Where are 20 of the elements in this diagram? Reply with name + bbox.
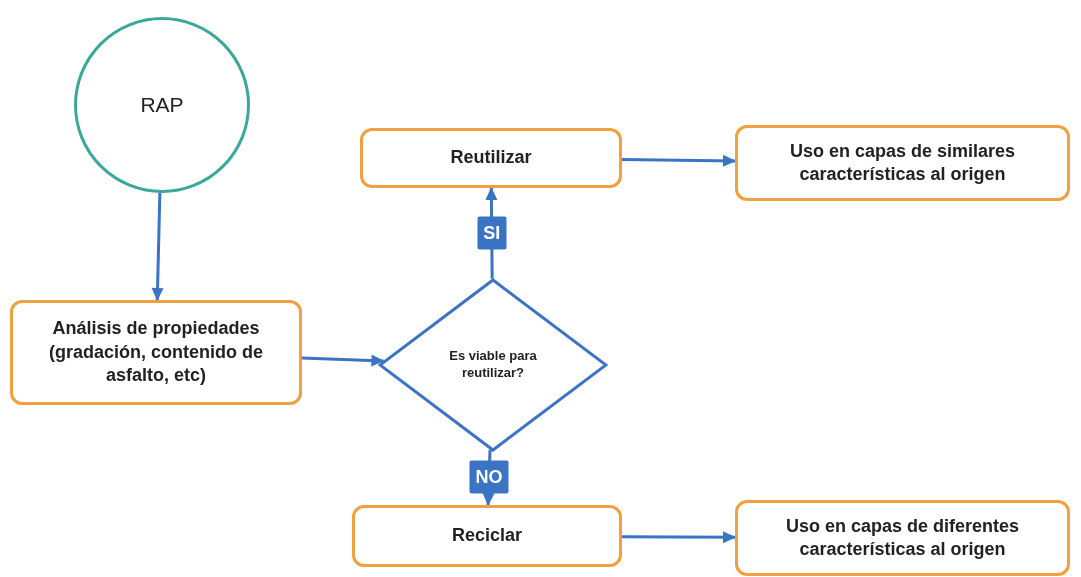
edge-label: NO [469, 460, 509, 494]
node-text: Es viable para reutilizar? [448, 348, 538, 382]
process-box [10, 300, 302, 405]
node-text: Reutilizar [449, 146, 533, 170]
arrow [622, 531, 736, 544]
process-box [735, 500, 1070, 576]
node-text: Uso en capas de similares características al origen [788, 139, 1017, 186]
decision-diamond [378, 278, 608, 452]
process-box [735, 125, 1070, 201]
arrow [621, 154, 736, 167]
process-box [360, 128, 622, 188]
start-circle [74, 17, 250, 193]
node-text: Reciclar [450, 524, 524, 548]
edge-label: SI [477, 216, 507, 250]
arrow [151, 192, 164, 301]
arrow [301, 354, 385, 367]
node-text: Uso en capas de diferentes características al origen [784, 514, 1021, 561]
node-text: RAP [139, 92, 185, 119]
process-box [352, 505, 622, 567]
node-text: Análisis de propiedades (gradación, contenido de asfalto, etc) [48, 317, 264, 388]
